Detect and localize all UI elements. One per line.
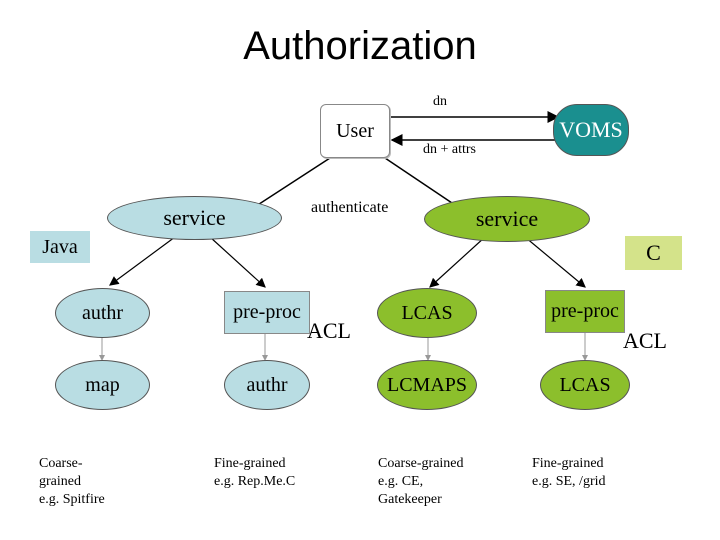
right-lcas2-node: LCAS bbox=[540, 360, 630, 410]
authenticate-label: authenticate bbox=[311, 199, 389, 216]
right-preproc-node: pre-proc bbox=[545, 290, 625, 333]
right-lcas-node: LCAS bbox=[377, 288, 477, 338]
left-fine-note: Fine-grained e.g. Rep.Me.C bbox=[214, 456, 296, 489]
right-acl-label: ACL bbox=[623, 328, 667, 353]
right-lcas2-label: LCAS bbox=[559, 373, 611, 396]
left-preproc-label: pre-proc bbox=[233, 301, 301, 323]
right-lcas-label: LCAS bbox=[401, 301, 453, 324]
left-authr-node: authr bbox=[55, 288, 150, 338]
left-authr2-label: authr bbox=[246, 373, 288, 396]
map-label: map bbox=[85, 373, 120, 396]
dn-label: dn bbox=[433, 94, 447, 109]
user-to-right-service-line bbox=[384, 157, 456, 206]
right-fine-note: Fine-grained e.g. SE, /grid bbox=[532, 456, 606, 489]
voms-node: VOMS bbox=[553, 104, 629, 156]
right-service-node: service bbox=[424, 196, 590, 242]
left-coarse-note: Coarse- grained e.g. Spitfire bbox=[39, 456, 105, 507]
page-title: Authorization bbox=[243, 24, 477, 68]
left-service-node: service bbox=[107, 196, 282, 240]
user-to-left-service-line bbox=[249, 157, 331, 211]
right-preproc-label: pre-proc bbox=[551, 300, 619, 322]
user-label: User bbox=[336, 119, 374, 142]
c-label: C bbox=[646, 240, 661, 265]
voms-label: VOMS bbox=[559, 117, 623, 142]
right-service-to-lcas-arrow bbox=[429, 236, 486, 288]
right-service-to-preproc-arrow bbox=[524, 236, 586, 288]
left-service-to-preproc-arrow bbox=[209, 236, 266, 288]
left-preproc-node: pre-proc bbox=[224, 291, 310, 334]
left-service-label: service bbox=[163, 205, 226, 230]
dn-attrs-label: dn + attrs bbox=[423, 142, 476, 157]
left-acl-label: ACL bbox=[307, 318, 351, 343]
java-node: Java bbox=[30, 231, 90, 263]
c-node: C bbox=[625, 236, 682, 270]
user-node: User bbox=[320, 104, 390, 158]
right-coarse-note: Coarse-grained e.g. CE, Gatekeeper bbox=[378, 456, 464, 507]
lcmaps-label: LCMAPS bbox=[386, 373, 468, 396]
right-service-label: service bbox=[475, 206, 539, 231]
left-authr2-node: authr bbox=[224, 360, 310, 410]
java-label: Java bbox=[42, 235, 78, 258]
map-node: map bbox=[55, 360, 150, 410]
left-service-to-authr-arrow bbox=[109, 236, 176, 286]
lcmaps-node: LCMAPS bbox=[377, 360, 477, 410]
left-authr-label: authr bbox=[81, 301, 124, 324]
